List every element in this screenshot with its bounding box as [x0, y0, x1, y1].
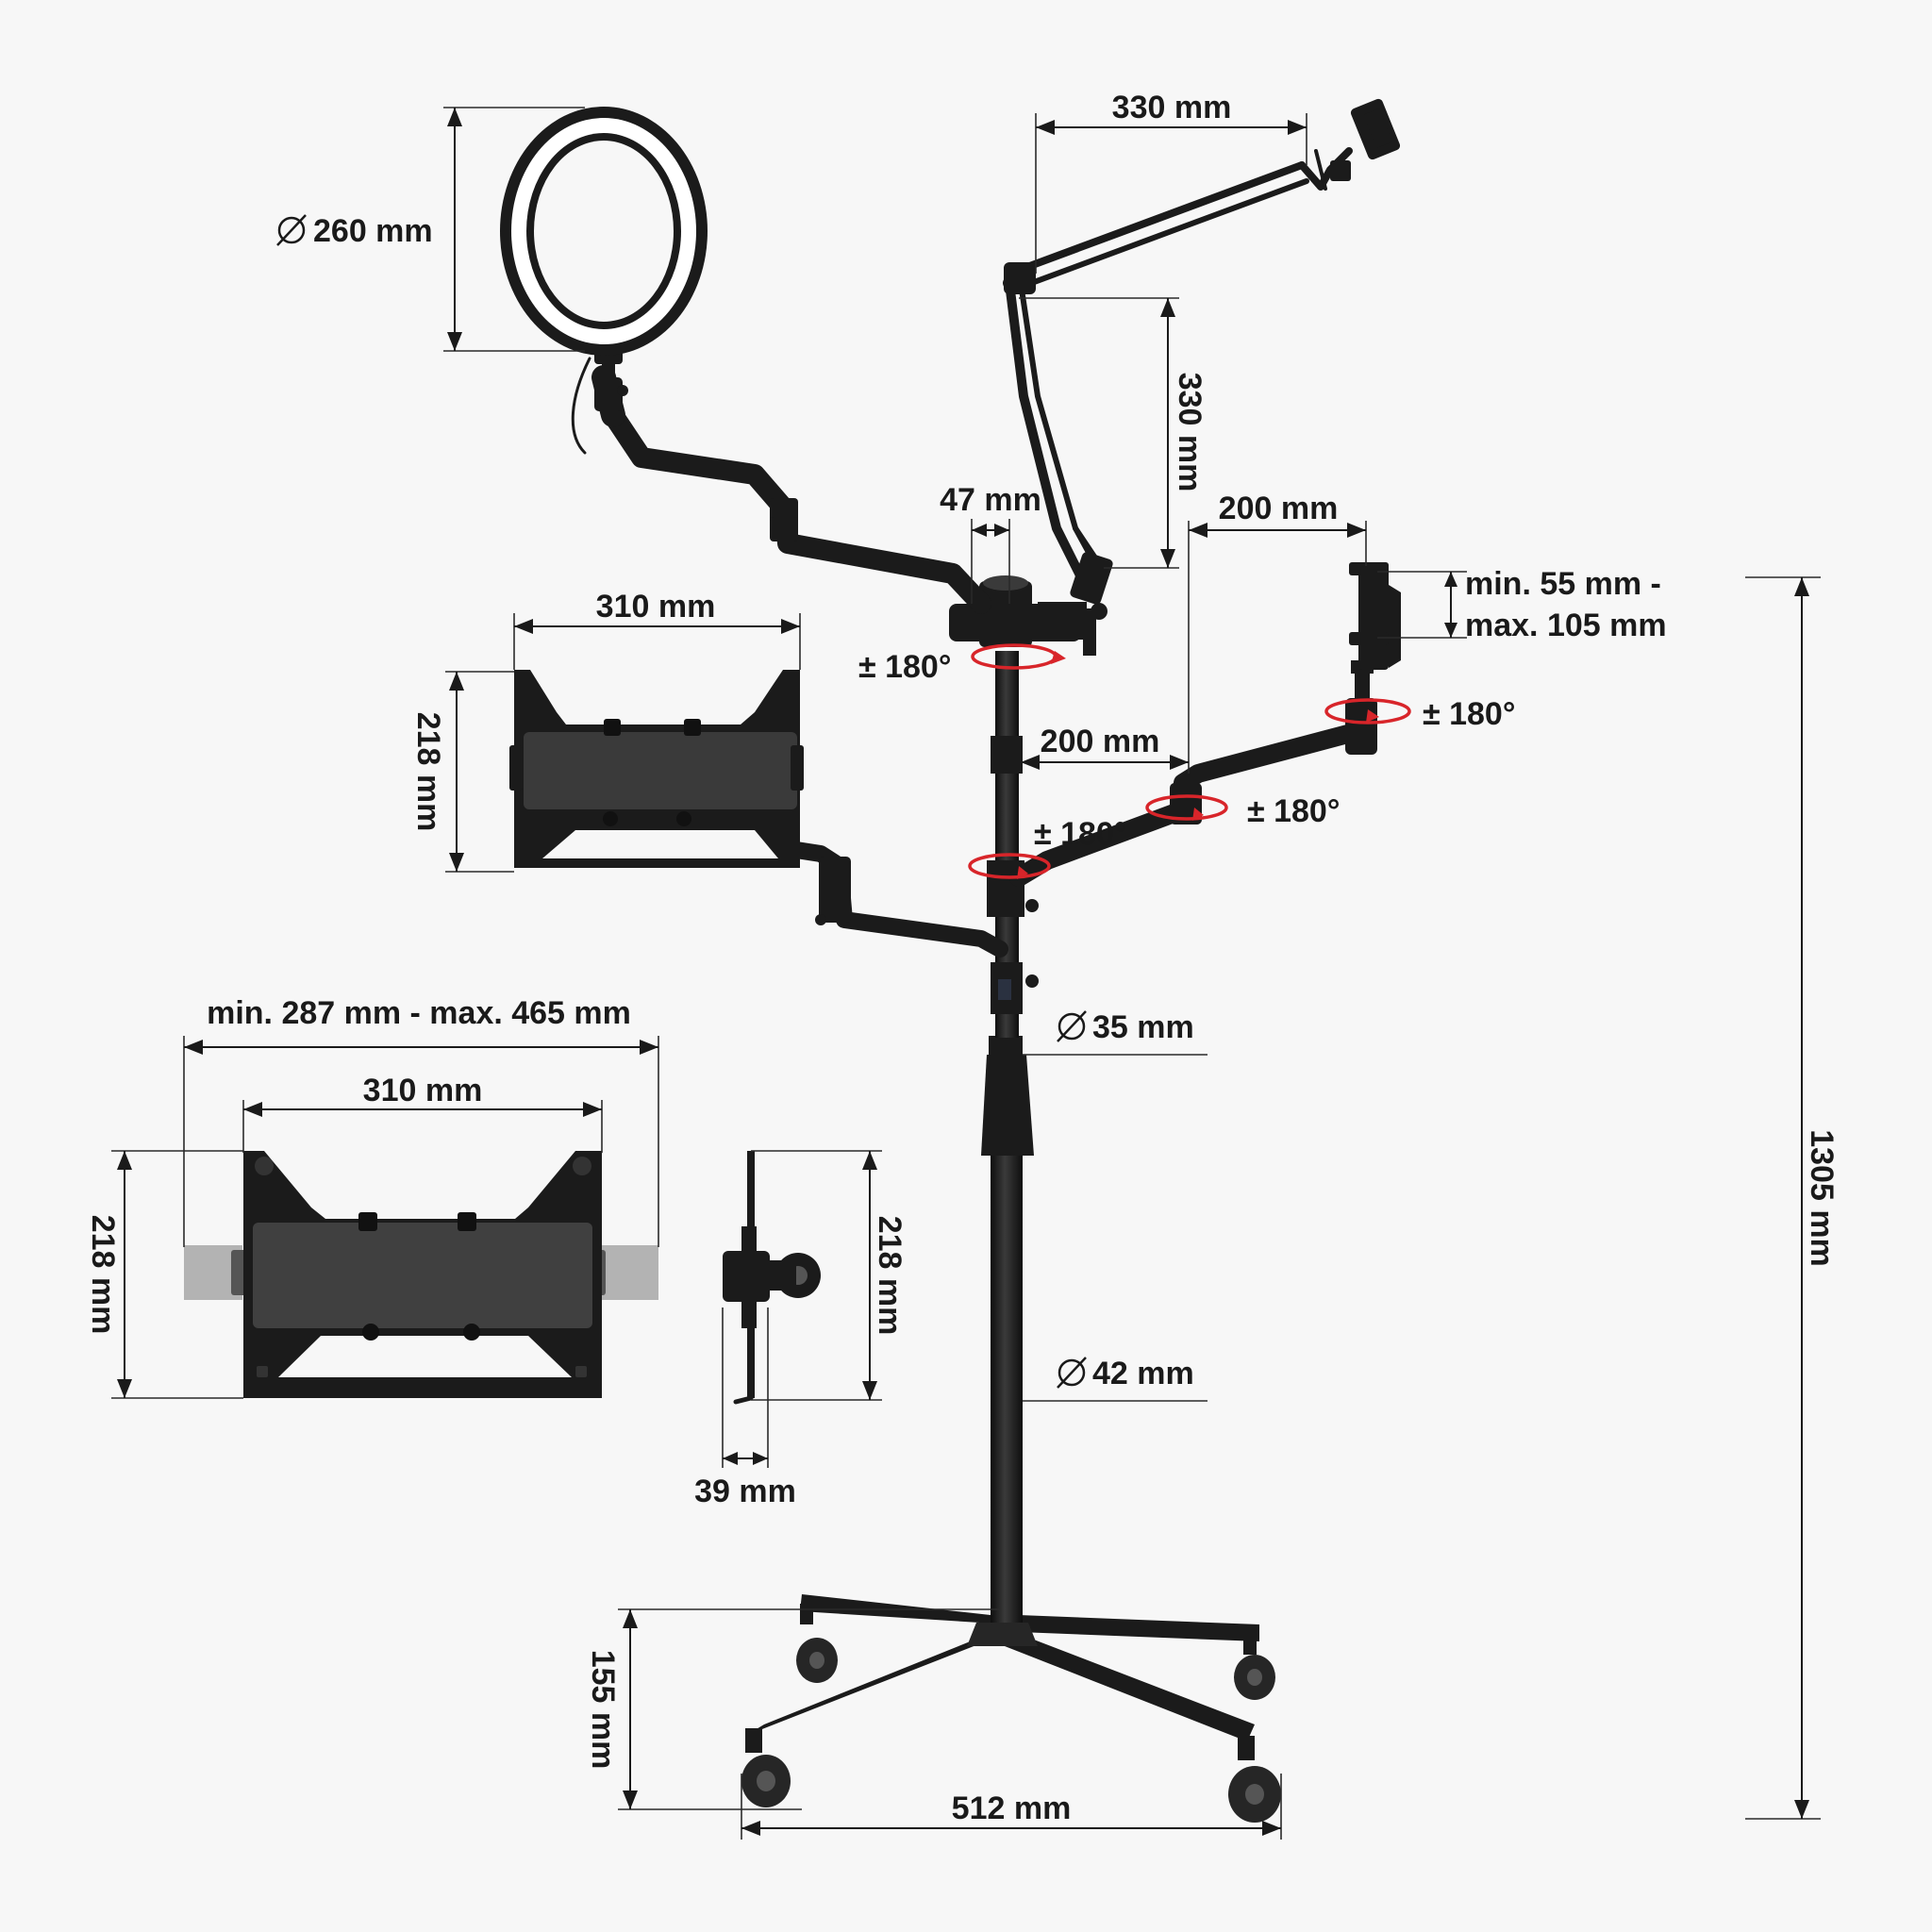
- laptop-tray-top: [509, 670, 804, 868]
- rotation-arrow-icon: [971, 643, 1066, 670]
- base-height-label: 155 mm: [585, 1650, 621, 1770]
- clamp-width-label: 47 mm: [940, 482, 1041, 518]
- ring-light-diameter-text: 260 mm: [313, 213, 433, 249]
- rotation-arrow-icon: [1324, 698, 1411, 724]
- caster-front-left: [741, 1728, 791, 1807]
- mic-boom-arm: [1003, 98, 1401, 605]
- floor-stand: [184, 98, 1401, 1823]
- pole-lower-diameter-label: 42 mm: [1057, 1356, 1194, 1391]
- diameter-icon: [276, 214, 307, 246]
- mic-arm-length-label: 330 mm: [1112, 90, 1232, 125]
- mic-arm-height-label: 330 mm: [1172, 373, 1208, 492]
- rotation-phone-arm-joint-label: ± 180°: [1247, 793, 1340, 829]
- ring-light-arm: [571, 357, 991, 614]
- rotation-lower-clamp-label: ± 180°: [1034, 816, 1126, 852]
- laptop-tray-height-detail-label: 218 mm: [85, 1215, 121, 1335]
- laptop-tray-side-height-label: 218 mm: [872, 1216, 908, 1336]
- caster-front-right: [1228, 1736, 1281, 1823]
- star-base: [741, 1594, 1281, 1823]
- caster-back-right: [1234, 1634, 1275, 1700]
- phone-holder-range-line2: max. 105 mm: [1465, 608, 1667, 643]
- laptop-tray-detail-front: [184, 1151, 658, 1398]
- diameter-icon: [1057, 1357, 1087, 1389]
- pole-upper-diameter-text: 35 mm: [1092, 1009, 1194, 1045]
- pole-lower-diameter-text: 42 mm: [1092, 1356, 1194, 1391]
- lower-pole: [991, 1104, 1023, 1623]
- dimension-lines: [111, 107, 1821, 1840]
- dimension-labels: 260 mm 330 mm 330 mm 47 mm 200 mm min. 5…: [85, 90, 1840, 1826]
- phone-holder-range-line1: min. 55 mm -: [1465, 566, 1661, 602]
- rotation-indicators: [968, 643, 1411, 879]
- ring-light: [500, 107, 708, 364]
- laptop-tray-width-detail-label: 310 mm: [363, 1073, 483, 1108]
- rotation-arrow-icon: [1145, 794, 1228, 821]
- caster-back-left: [796, 1604, 838, 1683]
- laptop-tray-range-label: min. 287 mm - max. 465 mm: [207, 995, 631, 1031]
- laptop-tray-depth-label: 39 mm: [694, 1474, 796, 1509]
- pole-upper-diameter-label: 35 mm: [1057, 1009, 1194, 1045]
- rotation-phone-mount-label: ± 180°: [1423, 696, 1515, 732]
- rotation-head-clamp-label: ± 180°: [858, 649, 951, 685]
- twist-lock-collar: [981, 1055, 1034, 1156]
- phone-arm-offset-mid-label: 200 mm: [1041, 724, 1160, 759]
- laptop-tray-height-top-label: 218 mm: [410, 712, 446, 832]
- diameter-icon: [1057, 1010, 1087, 1042]
- phone-arm-offset-top-label: 200 mm: [1219, 491, 1339, 526]
- base-width-label: 512 mm: [952, 1790, 1072, 1826]
- phone-holder: [1349, 562, 1401, 670]
- laptop-tray-detail-side: [723, 1151, 821, 1405]
- rotation-arrow-icon: [968, 853, 1051, 879]
- laptop-tray-width-top-label: 310 mm: [596, 589, 716, 625]
- ring-light-diameter-label: 260 mm: [276, 213, 433, 249]
- total-height-label: 1305 mm: [1804, 1129, 1840, 1267]
